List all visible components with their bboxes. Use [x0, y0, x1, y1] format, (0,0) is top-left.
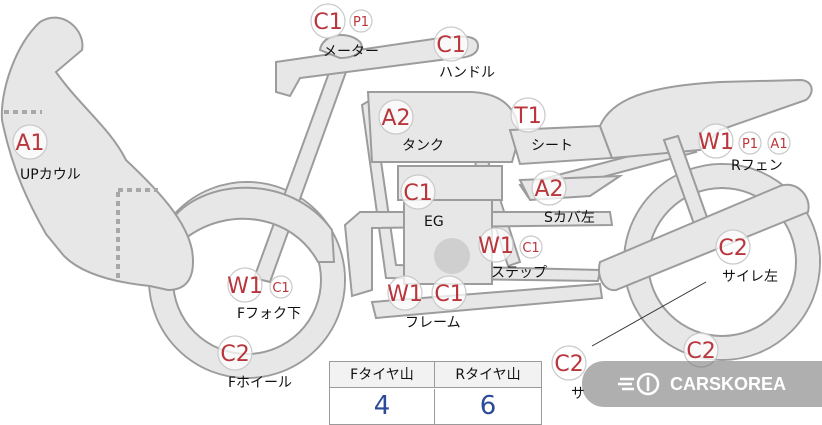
rear-tread-header: Rタイヤ山 [435, 362, 541, 388]
svg-text:C2: C2 [718, 236, 747, 261]
muffler [598, 183, 810, 292]
marker-fwheel-c2: C2 [217, 335, 253, 371]
rear-cowl [598, 78, 813, 160]
rear-tread-value: 6 [479, 391, 497, 421]
label-ffork: Fフォク下 [237, 306, 301, 322]
marker-rwheel-c2: C2 [683, 332, 719, 368]
marker-ffork-c1: C1 [269, 275, 293, 299]
svg-text:W1: W1 [698, 130, 734, 155]
svg-text:P1: P1 [742, 137, 758, 152]
marker-eg-c1: C1 [400, 174, 436, 210]
label-handle: ハンドル [439, 65, 495, 81]
svg-text:C2: C2 [554, 352, 583, 377]
watermark-text: CARSKOREA [670, 374, 787, 394]
marker-rmuffler-c2: C2 [715, 229, 751, 265]
marker-tank-a2: A2 [378, 99, 414, 135]
svg-text:A1: A1 [770, 137, 787, 152]
label-frame: フレーム [405, 315, 461, 331]
svg-text:C1: C1 [434, 282, 463, 307]
svg-text:C1: C1 [313, 10, 342, 35]
front-fender [168, 186, 336, 263]
marker-step-w1: W1 [478, 227, 514, 263]
svg-text:P1: P1 [353, 15, 369, 30]
tire-tread-table: Fタイヤ山 Rタイヤ山 4 6 [329, 361, 542, 425]
marker-rfender-p1: P1 [738, 131, 762, 155]
svg-text:C1: C1 [272, 281, 289, 296]
marker-meter-c1: C1 [310, 3, 346, 39]
label-meter: メーター [323, 44, 379, 60]
marker-meter-p1: P1 [349, 9, 373, 33]
leader-line [591, 281, 707, 347]
engine [397, 165, 503, 285]
label-tank: タンク [402, 138, 444, 154]
marker-step-c1: C1 [519, 235, 543, 259]
up-cowl [0, 16, 194, 292]
watermark: CARSKOREA [582, 361, 822, 407]
label-rfender: Rフェン [731, 158, 783, 174]
label-upcowl: UPカウル [20, 167, 81, 183]
marker-handle-c1: C1 [433, 26, 469, 62]
svg-text:A1: A1 [15, 131, 44, 156]
label-step: ステップ [491, 265, 547, 281]
svg-text:C1: C1 [522, 241, 539, 256]
svg-text:W1: W1 [227, 274, 263, 299]
marker-side-c2: C2 [551, 345, 587, 381]
label-fwheel: Fホイール [228, 375, 292, 391]
svg-text:W1: W1 [478, 234, 514, 259]
label-seat: シート [531, 138, 573, 154]
front-tread-value: 4 [330, 389, 435, 424]
carskorea-logo-icon [618, 372, 660, 396]
label-scover: Sカバ左 [544, 210, 595, 226]
svg-text:A2: A2 [381, 106, 410, 131]
marker-rfender-a1: A1 [767, 131, 791, 155]
label-side-partial: サ [571, 386, 585, 402]
marker-frame-w1: W1 [387, 275, 423, 311]
svg-text:T1: T1 [513, 104, 541, 129]
marker-frame-c1: C1 [431, 275, 467, 311]
marker-seat-t1: T1 [510, 97, 546, 133]
marker-scover-a2: A2 [531, 170, 567, 206]
marker-ffork-w1: W1 [227, 267, 263, 303]
front-tread-header: Fタイヤ山 [330, 362, 435, 388]
svg-text:C2: C2 [220, 342, 249, 367]
svg-text:C2: C2 [686, 339, 715, 364]
marker-upcowl-a1: A1 [12, 124, 48, 160]
svg-text:C1: C1 [403, 181, 432, 206]
label-muffler: サイレ左 [722, 269, 778, 285]
svg-text:W1: W1 [387, 282, 423, 307]
svg-text:C1: C1 [436, 33, 465, 58]
svg-text:A2: A2 [534, 177, 563, 202]
label-eg: EG [424, 214, 444, 230]
marker-rfender-w1: W1 [698, 123, 734, 159]
